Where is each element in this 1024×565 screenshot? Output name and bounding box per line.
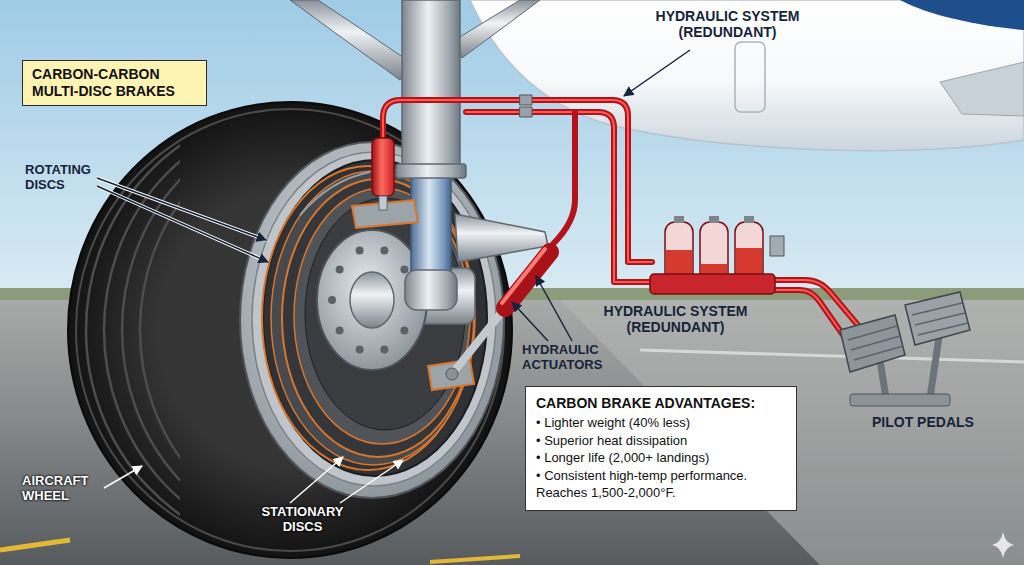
- part-label: HYDRAULIC ACTUATORS: [522, 343, 632, 373]
- part-label: AIRCRAFT WHEEL: [22, 474, 112, 504]
- aircraft-wheel: [240, 142, 504, 498]
- leader-lines: [97, 178, 266, 240]
- part-label: ROTATING DISCS: [25, 163, 115, 193]
- part-label: STATIONARY DISCS: [245, 505, 360, 535]
- part-label: HYDRAULIC SYSTEM (REDUNDANT): [640, 8, 815, 40]
- leader-lines: [536, 276, 572, 341]
- leader-lines: [340, 460, 403, 503]
- wheel-hub: [350, 272, 394, 328]
- landing-gear-strut: [455, 214, 548, 262]
- pilot-pedals: [880, 360, 886, 398]
- wheel-hub: [336, 327, 344, 335]
- box-heading: CARBON BRAKE ADVANTAGES:: [536, 395, 786, 411]
- brake-disc-stack: [271, 171, 475, 465]
- leader-lines: [290, 457, 343, 503]
- fluid-reservoirs: [650, 216, 784, 294]
- aircraft-fuselage: [470, 0, 1024, 150]
- part-label: PILOT PEDALS: [872, 414, 974, 430]
- aircraft-fuselage: [940, 62, 1024, 116]
- landing-gear-strut: [402, 0, 460, 170]
- leader-lines: [97, 186, 268, 262]
- hydraulic-lines: [383, 95, 862, 345]
- hydraulic-lines: [466, 112, 652, 282]
- hydraulic-lines: [520, 95, 532, 105]
- part-label: HYDRAULIC SYSTEM (REDUNDANT): [588, 303, 763, 335]
- landing-gear-strut: [396, 0, 548, 310]
- hydraulic-actuators: [502, 249, 545, 303]
- pilot-pedals: [905, 292, 970, 345]
- pilot-pedals: [850, 394, 950, 406]
- fluid-reservoirs: [650, 274, 775, 294]
- hydraulic-lines: [466, 112, 652, 282]
- fluid-reservoirs: [709, 216, 719, 223]
- wheel-hub: [356, 346, 364, 354]
- gear-braces: [455, 0, 540, 58]
- aircraft-wheel: [86, 108, 180, 552]
- hydraulic-actuators: [379, 196, 387, 210]
- wheel-hub: [380, 247, 388, 255]
- bullet-text: • Superior heat dissipation: [536, 432, 786, 450]
- leader-lines: [97, 186, 268, 262]
- leader-lines: [512, 302, 548, 341]
- aircraft-wheel: [76, 109, 504, 551]
- aircraft-fuselage: [470, 0, 1024, 150]
- aircraft-fuselage: [735, 42, 765, 112]
- wheel-hub: [400, 265, 408, 273]
- aircraft-fuselage: [900, 0, 1024, 30]
- landing-gear-strut: [411, 172, 451, 278]
- hydraulic-actuators: [372, 138, 394, 196]
- wheel-hub: [328, 296, 336, 304]
- background: [0, 540, 70, 550]
- advantages-box: CARBON BRAKE ADVANTAGES: • Lighter weight…: [525, 386, 797, 511]
- landing-gear-strut: [405, 270, 457, 310]
- brake-disc-stack: [262, 160, 487, 476]
- aircraft-wheel: [122, 120, 180, 540]
- pilot-pedals: [840, 315, 905, 372]
- diagram-title: CARBON-CARBON MULTI-DISC BRAKES: [32, 66, 175, 99]
- brake-disc-stack: [263, 160, 487, 476]
- hydraulic-lines: [775, 290, 850, 345]
- wheel-hub: [400, 327, 408, 335]
- caliper-brackets: [428, 360, 474, 390]
- aircraft-wheel: [252, 152, 496, 486]
- fluid-reservoirs: [674, 216, 684, 223]
- hydraulic-actuators: [446, 368, 458, 380]
- bullet-text: • Lighter weight (40% less): [536, 414, 786, 432]
- pilot-pedals: [840, 292, 970, 406]
- background: [640, 350, 1024, 362]
- hydraulic-lines: [553, 112, 575, 244]
- wheel-hub: [336, 265, 344, 273]
- aircraft-wheel: [140, 126, 180, 534]
- watermark-star: [992, 532, 1014, 558]
- bullet-text: • Consistent high-temp performance. Reac…: [536, 467, 786, 502]
- pilot-pedals: [912, 303, 968, 335]
- pilot-pedals: [848, 326, 903, 360]
- aircraft-wheel: [68, 102, 512, 558]
- fluid-reservoirs: [770, 236, 784, 256]
- fluid-reservoirs: [744, 216, 754, 223]
- aircraft-wheel: [68, 102, 512, 558]
- aircraft-wheel: [86, 108, 180, 552]
- caliper-brackets: [352, 200, 474, 390]
- leader-lines: [104, 466, 142, 488]
- hydraulic-lines: [775, 290, 850, 345]
- background: [430, 556, 520, 562]
- hydraulic-actuators: [505, 252, 550, 308]
- hydraulic-actuators: [452, 308, 505, 374]
- brake-disc-stack: [262, 166, 474, 470]
- leader-lines: [97, 178, 266, 240]
- wheel-hub: [356, 247, 364, 255]
- landing-gear-strut: [396, 164, 466, 178]
- aircraft-wheel: [104, 114, 180, 546]
- wheel-hub: [380, 346, 388, 354]
- hydraulic-lines: [520, 107, 532, 117]
- leader-lines: [624, 50, 690, 96]
- gear-braces: [290, 0, 410, 80]
- title-box: CARBON-CARBON MULTI-DISC BRAKES: [22, 60, 207, 106]
- watermark-star: [992, 532, 1014, 558]
- bullet-text: • Longer life (2,000+ landings): [536, 449, 786, 467]
